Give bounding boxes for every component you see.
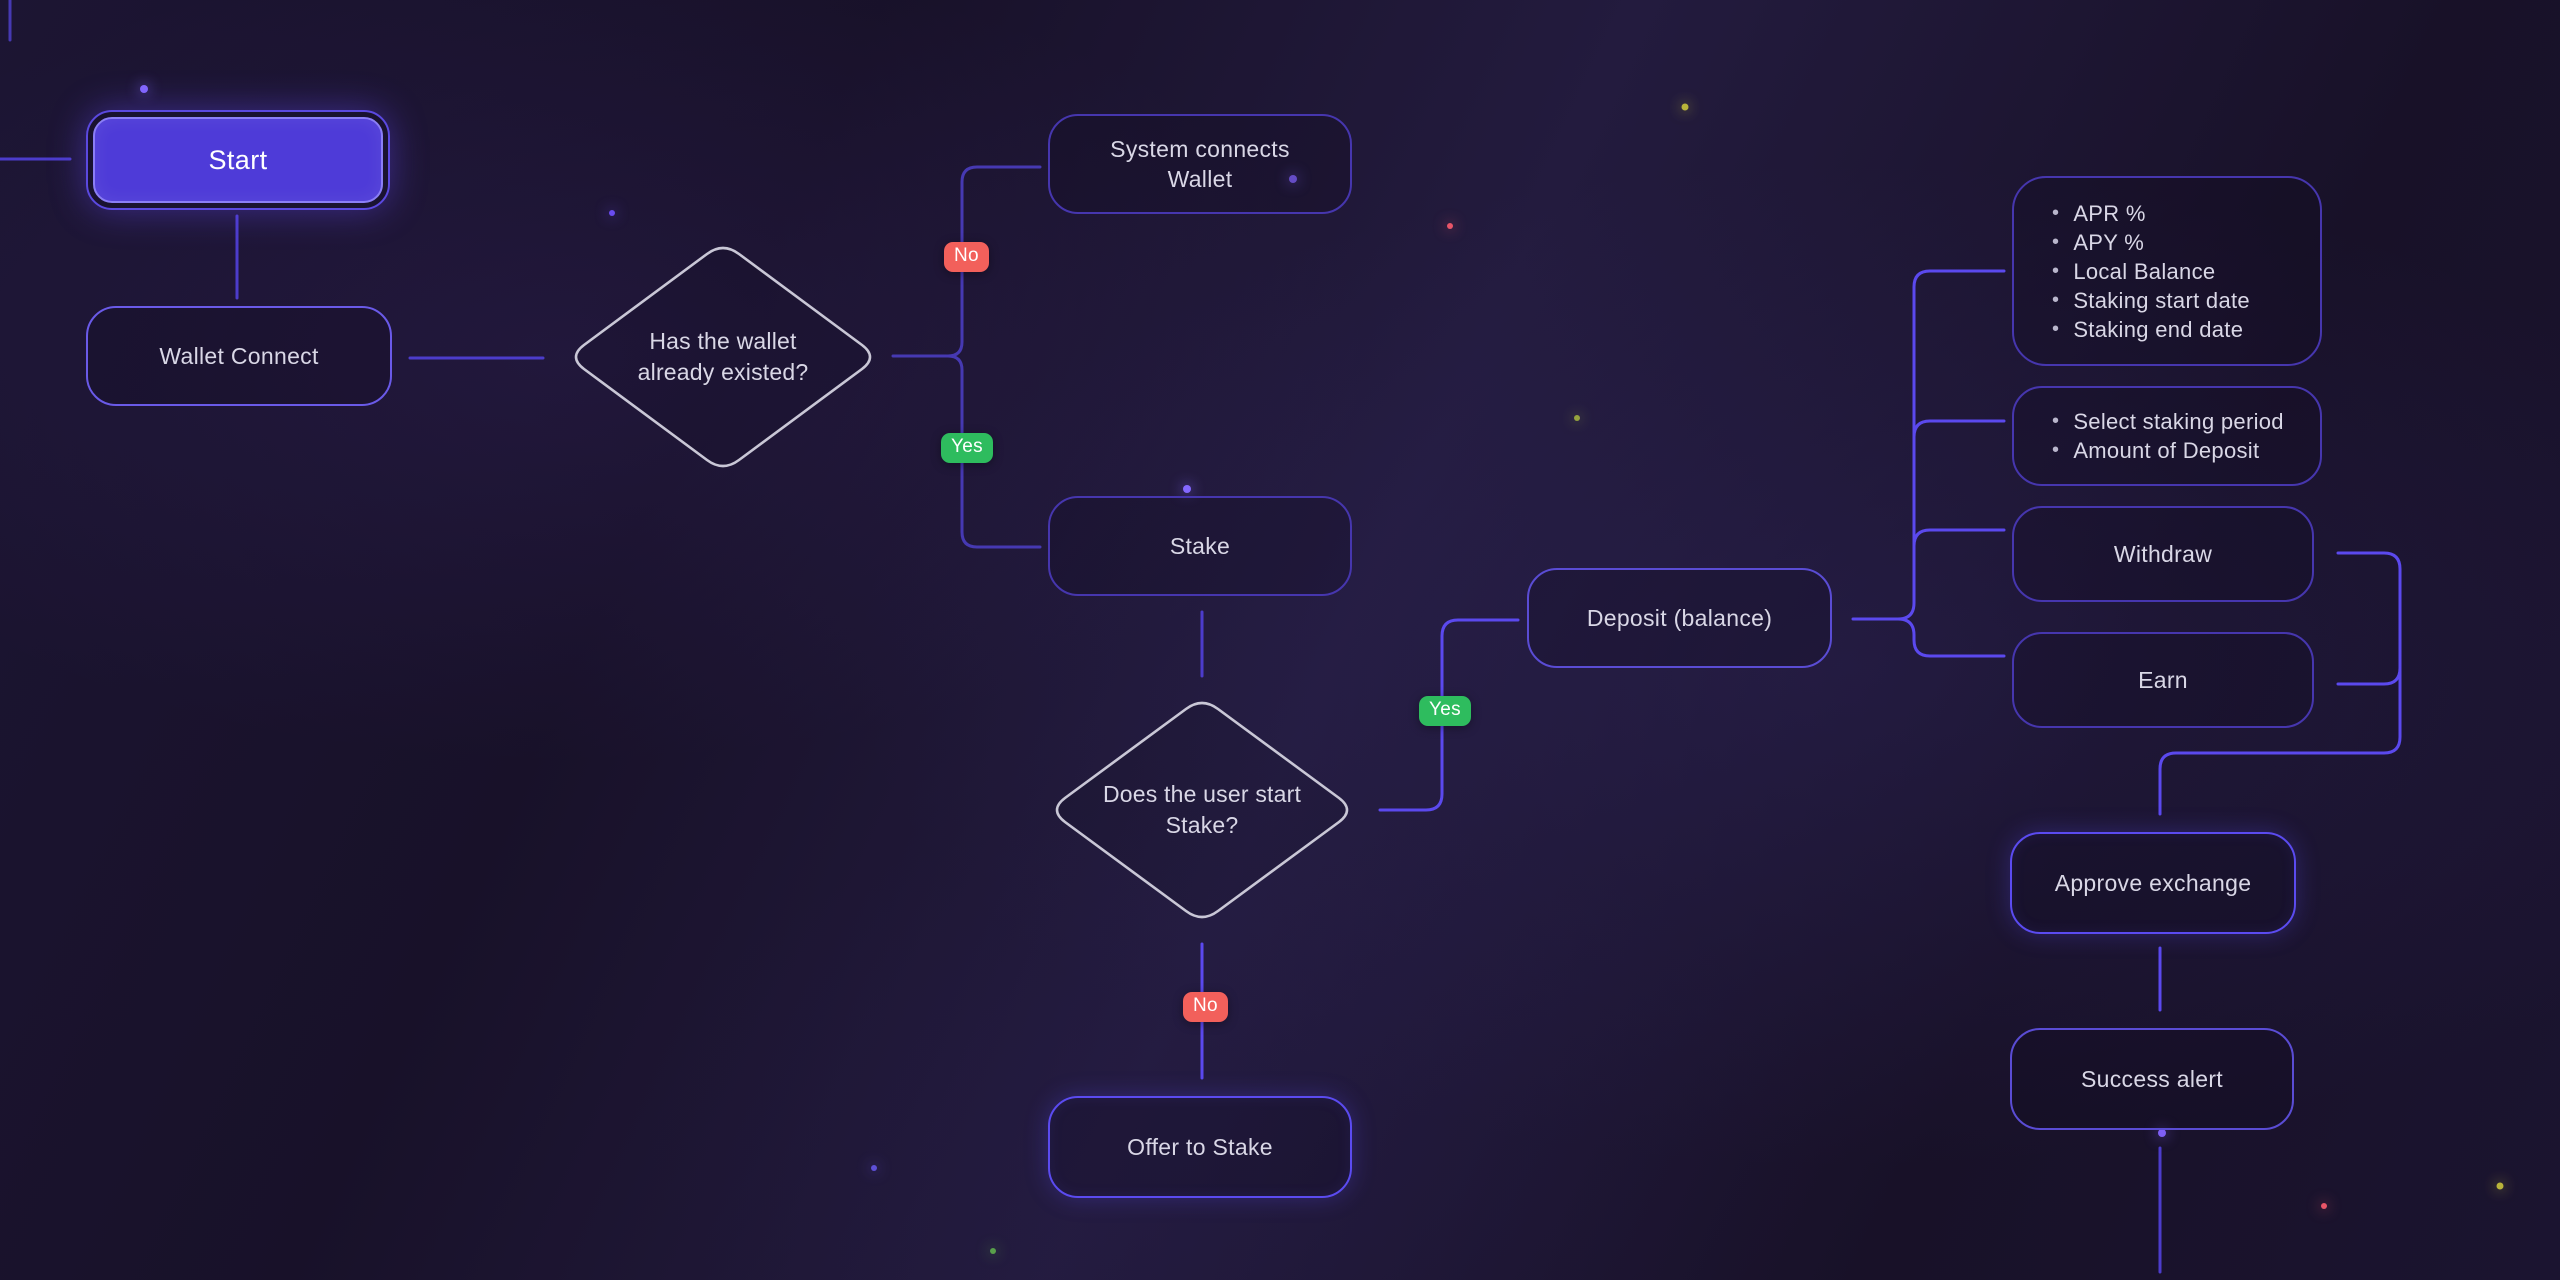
particle-dot	[871, 1165, 877, 1171]
node-label: Wallet Connect	[159, 343, 319, 369]
particle-dot	[1447, 223, 1453, 229]
particle-dot	[2321, 1203, 2327, 1209]
bullet-text: APY %	[2073, 229, 2145, 255]
particle-layer	[140, 85, 2504, 1254]
node-withdraw[interactable]: Withdraw	[2012, 506, 2314, 602]
bullet-item: • APY %	[2052, 228, 2250, 257]
bullet-icon: •	[2052, 201, 2060, 224]
node-deposit-balance[interactable]: Deposit (balance)	[1527, 568, 1832, 668]
edge-label-no-1: No	[944, 242, 989, 272]
edge-label-yes-1: Yes	[941, 433, 993, 463]
node-label: Success alert	[2081, 1066, 2223, 1092]
connector-trunk-to-staking-form	[1912, 419, 2006, 439]
bullet-icon: •	[2052, 259, 2060, 282]
particle-dot	[1289, 175, 1297, 183]
connector-no-to-system-connects	[946, 165, 1042, 358]
node-success-alert[interactable]: Success alert	[2010, 1028, 2294, 1130]
bullet-icon: •	[2052, 317, 2060, 340]
connector-earn-merge	[2336, 666, 2402, 686]
connector-trunk-to-info-list	[1896, 269, 2006, 621]
particle-dot	[2496, 1182, 2504, 1190]
particle-dot	[1681, 103, 1689, 111]
decision-wallet-exists-shape[interactable]	[574, 246, 872, 468]
node-staking-form[interactable]: • Select staking period • Amount of Deposi…	[2012, 386, 2322, 486]
start-label: Start	[208, 144, 268, 175]
node-offer-to-stake[interactable]: Offer to Stake	[1048, 1096, 1352, 1198]
particle-dot	[2158, 1129, 2166, 1137]
node-approve-exchange[interactable]: Approve exchange	[2010, 832, 2296, 934]
decision-wallet-exists-label: Has the wallet already existed?	[637, 328, 809, 385]
bullet-text: Local Balance	[2073, 258, 2216, 284]
node-label: Withdraw	[2113, 541, 2213, 567]
connector-yes-to-stake	[946, 354, 1042, 549]
node-stake[interactable]: Stake	[1048, 496, 1352, 596]
node-staking-info-list[interactable]: • APR % • APY % • Local Balance • Staking st…	[2012, 176, 2322, 366]
edge-label-text: Yes	[951, 436, 983, 457]
node-label: Offer to Stake	[1127, 1134, 1273, 1160]
node-system-connects-wallet[interactable]: System connects Wallet	[1048, 114, 1352, 214]
bullet-list: • Select staking period • Amount of Deposi…	[2014, 407, 2284, 465]
decision-user-starts-stake-shape[interactable]	[1055, 701, 1349, 919]
node-start[interactable]: Start	[86, 110, 390, 210]
bullet-list: • APR % • APY % • Local Balance • Staking st…	[2014, 199, 2250, 344]
node-label: Stake	[1169, 533, 1231, 559]
bullet-item: • Staking start date	[2052, 286, 2250, 315]
edge-label-text: No	[1193, 995, 1218, 1016]
bullet-icon: •	[2052, 439, 2060, 461]
node-label: Earn	[2138, 667, 2188, 693]
bullet-icon: •	[2052, 230, 2060, 253]
edge-label-text: Yes	[1429, 699, 1461, 720]
decision-user-starts-stake-label: Does the user start Stake?	[1102, 781, 1302, 838]
start-button[interactable]: Start	[93, 117, 383, 203]
connector-trunk-to-withdraw	[1912, 528, 2006, 548]
edge-label-text: No	[954, 245, 979, 266]
node-label: System connects Wallet	[1110, 136, 1290, 192]
particle-dot	[609, 210, 615, 216]
bullet-text: Staking end date	[2073, 316, 2244, 342]
particle-dot	[1183, 485, 1191, 493]
connector-withdraw-to-approve	[2158, 551, 2402, 816]
bullet-icon: •	[2052, 288, 2060, 311]
node-label: Approve exchange	[2054, 870, 2252, 896]
edge-label-yes-2: Yes	[1419, 696, 1471, 726]
connector-trunk-to-earn	[1896, 617, 2006, 658]
node-label: Deposit (balance)	[1586, 605, 1773, 631]
edge-label-no-2: No	[1183, 992, 1228, 1022]
bullet-item: • APR %	[2052, 199, 2250, 228]
node-earn[interactable]: Earn	[2012, 632, 2314, 728]
bullet-text: Staking start date	[2073, 287, 2250, 313]
bullet-item: • Amount of Deposit	[2052, 436, 2284, 465]
bullet-item: • Local Balance	[2052, 257, 2250, 286]
bullet-item: • Staking end date	[2052, 315, 2250, 344]
bullet-item: • Select staking period	[2052, 407, 2284, 436]
particle-dot	[140, 85, 148, 93]
bullet-text: Amount of Deposit	[2073, 438, 2260, 463]
bullet-icon: •	[2052, 410, 2060, 432]
particle-dot	[990, 1248, 996, 1254]
bullet-text: Select staking period	[2073, 409, 2284, 434]
node-wallet-connect[interactable]: Wallet Connect	[86, 306, 392, 406]
bullet-text: APR %	[2073, 200, 2146, 226]
particle-dot	[1574, 415, 1580, 421]
